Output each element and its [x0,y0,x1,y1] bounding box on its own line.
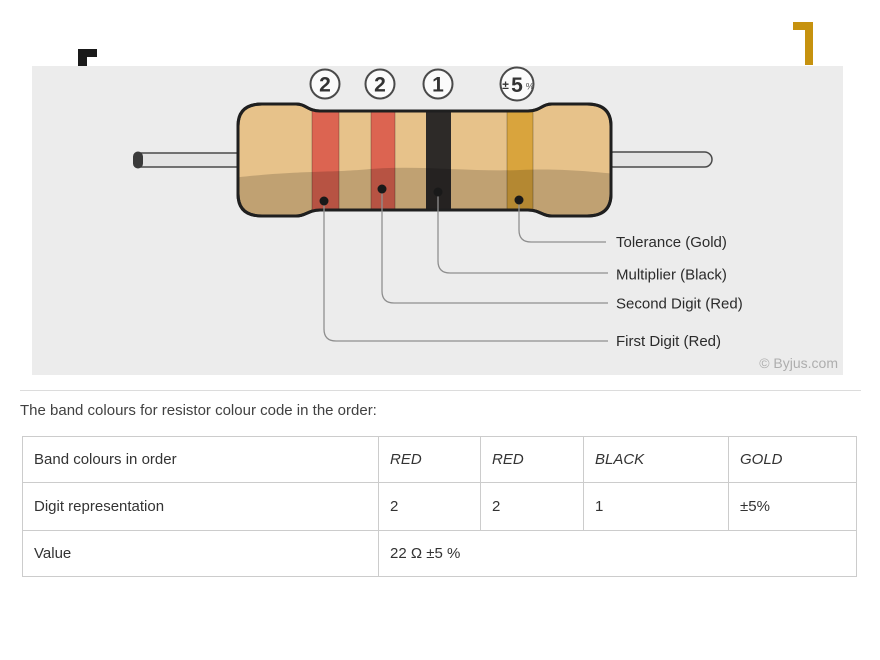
row-header-band-colours: Band colours in order [22,436,379,483]
video-corner-mark-top-right-stub [805,22,813,65]
video-corner-mark-top-right [793,22,813,30]
resistor-lead-left [133,152,245,168]
cell-colour-3: BLACK [583,436,729,483]
band-pointer-dot-red-1 [319,196,329,206]
callout-label-multiplier: Multiplier (Black) [616,267,727,284]
resistor-diagram-panel: 2 2 1 ± 5 % Tolerance (Gold) Multiplier … [32,66,843,375]
video-corner-mark-top-left [78,49,97,57]
cell-digit-3: 1 [583,482,729,531]
resistor-lead-left-tip [133,151,143,169]
badge-tolerance-percent: % [526,82,535,93]
cell-colour-2: RED [480,436,584,483]
badge-second-digit-circle [364,68,396,100]
callout-line-second-digit [381,189,608,304]
badge-second-digit: 2 [374,74,386,97]
copyright-watermark: © Byjus.com [759,355,838,371]
divider-line [20,390,861,391]
band-red-2 [370,104,396,216]
badge-multiplier-circle [422,68,454,100]
resistor-body-outline [236,102,613,218]
cell-value: 22 Ω ±5 % [378,530,857,577]
band-pointer-dot-red-2 [377,184,387,194]
cell-colour-4: GOLD [728,436,857,483]
callout-label-second-digit: Second Digit (Red) [616,296,743,313]
badge-tolerance-circle [499,66,535,102]
table-row: Band colours in order RED RED BLACK GOLD [22,436,857,483]
callout-line-first-digit [323,201,608,342]
callout-label-tolerance: Tolerance (Gold) [616,234,727,251]
resistor-lead-right [605,151,713,168]
row-header-digit-representation: Digit representation [22,482,379,531]
badge-tolerance-digit: 5 [511,74,523,97]
table-row: Value 22 Ω ±5 % [22,530,857,577]
body-shading [238,167,611,216]
callout-line-multiplier [437,192,608,274]
callout-line-tolerance [518,200,606,243]
cell-colour-1: RED [378,436,481,483]
cell-digit-1: 2 [378,482,481,531]
cell-digit-4: ±5% [728,482,857,531]
caption-text: The band colours for resistor colour cod… [20,402,377,419]
badge-multiplier: 1 [432,74,444,97]
video-corner-mark-top-left-stub [78,49,87,67]
table-row: Digit representation 2 2 1 ±5% [22,482,857,531]
badge-tolerance-plusminus: ± [502,78,509,92]
band-pointer-dot-gold [514,195,524,205]
cell-digit-2: 2 [480,482,584,531]
badge-first-digit: 2 [319,74,331,97]
badge-first-digit-circle [309,68,341,100]
resistor-code-table: Band colours in order RED RED BLACK GOLD… [22,436,857,577]
callout-label-first-digit: First Digit (Red) [616,333,721,350]
band-pointer-dot-black [433,187,443,197]
resistor-diagram: 2 2 1 ± 5 % Tolerance (Gold) Multiplier … [133,66,838,371]
row-header-value: Value [22,530,379,577]
